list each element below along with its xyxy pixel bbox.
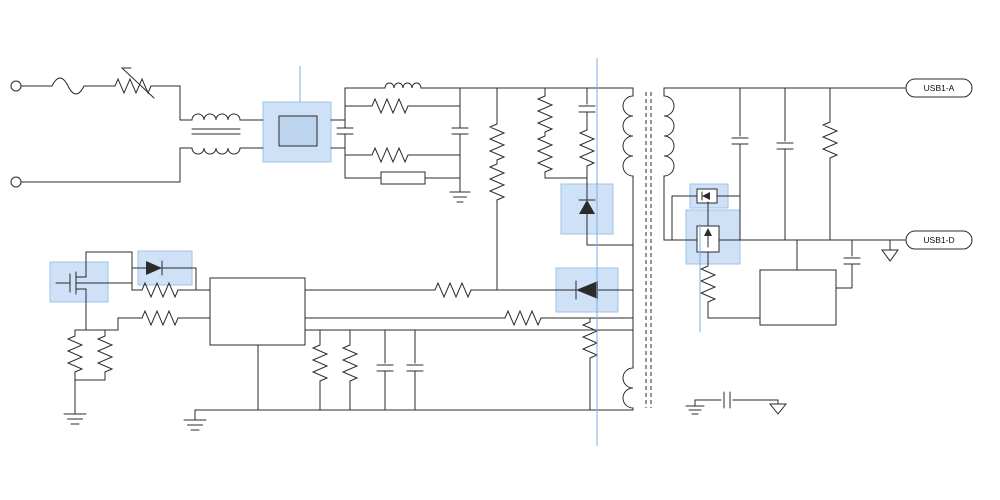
capacitor-icon[interactable] xyxy=(731,137,749,145)
flyback-transformer[interactable] xyxy=(622,87,675,411)
varistor-icon[interactable] xyxy=(114,67,155,99)
wire xyxy=(330,119,346,149)
wire xyxy=(671,195,741,241)
secondary-ic-body[interactable] xyxy=(759,269,837,326)
controller-ic-body[interactable] xyxy=(209,277,306,346)
chassis-ground-icon xyxy=(881,249,899,262)
resistor-icon[interactable] xyxy=(141,309,179,327)
resistor-icon[interactable] xyxy=(488,123,506,161)
capacitor-icon[interactable] xyxy=(376,364,394,372)
resistor-icon[interactable] xyxy=(434,281,472,299)
capacitor-icon[interactable] xyxy=(776,142,794,150)
resistor-icon[interactable] xyxy=(371,97,409,115)
input-filter[interactable] xyxy=(336,82,634,203)
ground-icon xyxy=(183,419,207,431)
usb1a-pill[interactable] xyxy=(905,78,973,98)
wire xyxy=(74,329,119,337)
inductor-icon[interactable] xyxy=(384,82,422,89)
wire xyxy=(835,239,853,289)
wire xyxy=(75,251,133,291)
capacitor-icon[interactable] xyxy=(336,127,354,135)
primary-mosfet-highlight[interactable] xyxy=(49,261,109,303)
primary-mosfet[interactable] xyxy=(55,251,133,331)
chassis-ground-icon xyxy=(768,403,788,415)
wire xyxy=(75,288,87,331)
snubber-diode-icon[interactable] xyxy=(578,199,596,214)
resistor-icon[interactable] xyxy=(371,146,409,164)
startup-divider[interactable] xyxy=(488,87,506,291)
primary-rails[interactable] xyxy=(304,280,634,411)
bias-network[interactable] xyxy=(183,329,634,431)
wire xyxy=(20,147,181,183)
feedback-rectifier-icon[interactable] xyxy=(696,188,718,204)
resistor-icon[interactable] xyxy=(536,95,554,133)
resistor-icon[interactable] xyxy=(821,121,839,159)
secondary-winding xyxy=(663,95,675,177)
choke-winding-bottom xyxy=(191,147,241,155)
controller-ic[interactable] xyxy=(209,277,306,411)
bridge-rectifier[interactable] xyxy=(278,115,346,149)
ac-input[interactable] xyxy=(10,67,181,188)
resistor-icon[interactable] xyxy=(96,335,114,373)
transformer-core xyxy=(645,92,652,408)
bridge-rectifier-body[interactable] xyxy=(278,115,318,147)
resistor-icon[interactable] xyxy=(581,321,599,359)
capacitor-icon[interactable] xyxy=(451,127,469,135)
wire xyxy=(707,301,761,319)
fuse-icon[interactable] xyxy=(51,77,85,95)
choke-core xyxy=(191,128,241,135)
choke-winding-top xyxy=(191,113,241,121)
resistor-icon[interactable] xyxy=(311,344,329,382)
current-sense-network[interactable] xyxy=(63,329,119,425)
wire xyxy=(131,267,197,291)
resistor-icon[interactable] xyxy=(536,135,554,173)
usb1a-label: USB1-A xyxy=(924,83,955,93)
gate-drive-network[interactable] xyxy=(117,260,211,331)
resistor-icon[interactable] xyxy=(504,309,542,327)
y-capacitor[interactable] xyxy=(685,391,788,415)
rcd-snubber[interactable] xyxy=(536,87,634,246)
usb-port-a[interactable]: USB1-A xyxy=(905,78,973,98)
ground-icon xyxy=(685,405,705,415)
secondary-ic[interactable] xyxy=(759,239,861,326)
auxiliary-winding xyxy=(622,367,634,409)
wire xyxy=(74,371,106,415)
ground-icon xyxy=(63,413,87,425)
resistor-icon[interactable] xyxy=(488,163,506,201)
resistor-icon[interactable] xyxy=(341,344,359,382)
capacitor-icon[interactable] xyxy=(406,364,424,372)
wire xyxy=(117,317,211,331)
feedback-chain[interactable] xyxy=(671,188,761,319)
primary-winding xyxy=(622,95,634,177)
resistor-icon[interactable] xyxy=(141,281,179,299)
alignment-guides xyxy=(299,58,701,446)
usb1d-pill[interactable] xyxy=(905,230,973,250)
capacitor-icon[interactable] xyxy=(723,391,731,409)
common-mode-choke[interactable] xyxy=(179,113,264,155)
ground-icon xyxy=(449,191,471,203)
resistor-icon[interactable] xyxy=(699,265,717,303)
resistor-icon[interactable] xyxy=(66,335,84,373)
wire xyxy=(150,85,181,121)
wire xyxy=(586,213,634,246)
capacitor-icon[interactable] xyxy=(843,257,861,265)
resistor-icon[interactable] xyxy=(578,129,596,167)
usb-port-d[interactable]: USB1-D xyxy=(881,230,973,262)
blocking-diode-icon[interactable] xyxy=(575,280,598,300)
usb1d-label: USB1-D xyxy=(923,235,954,245)
wire xyxy=(544,165,588,201)
